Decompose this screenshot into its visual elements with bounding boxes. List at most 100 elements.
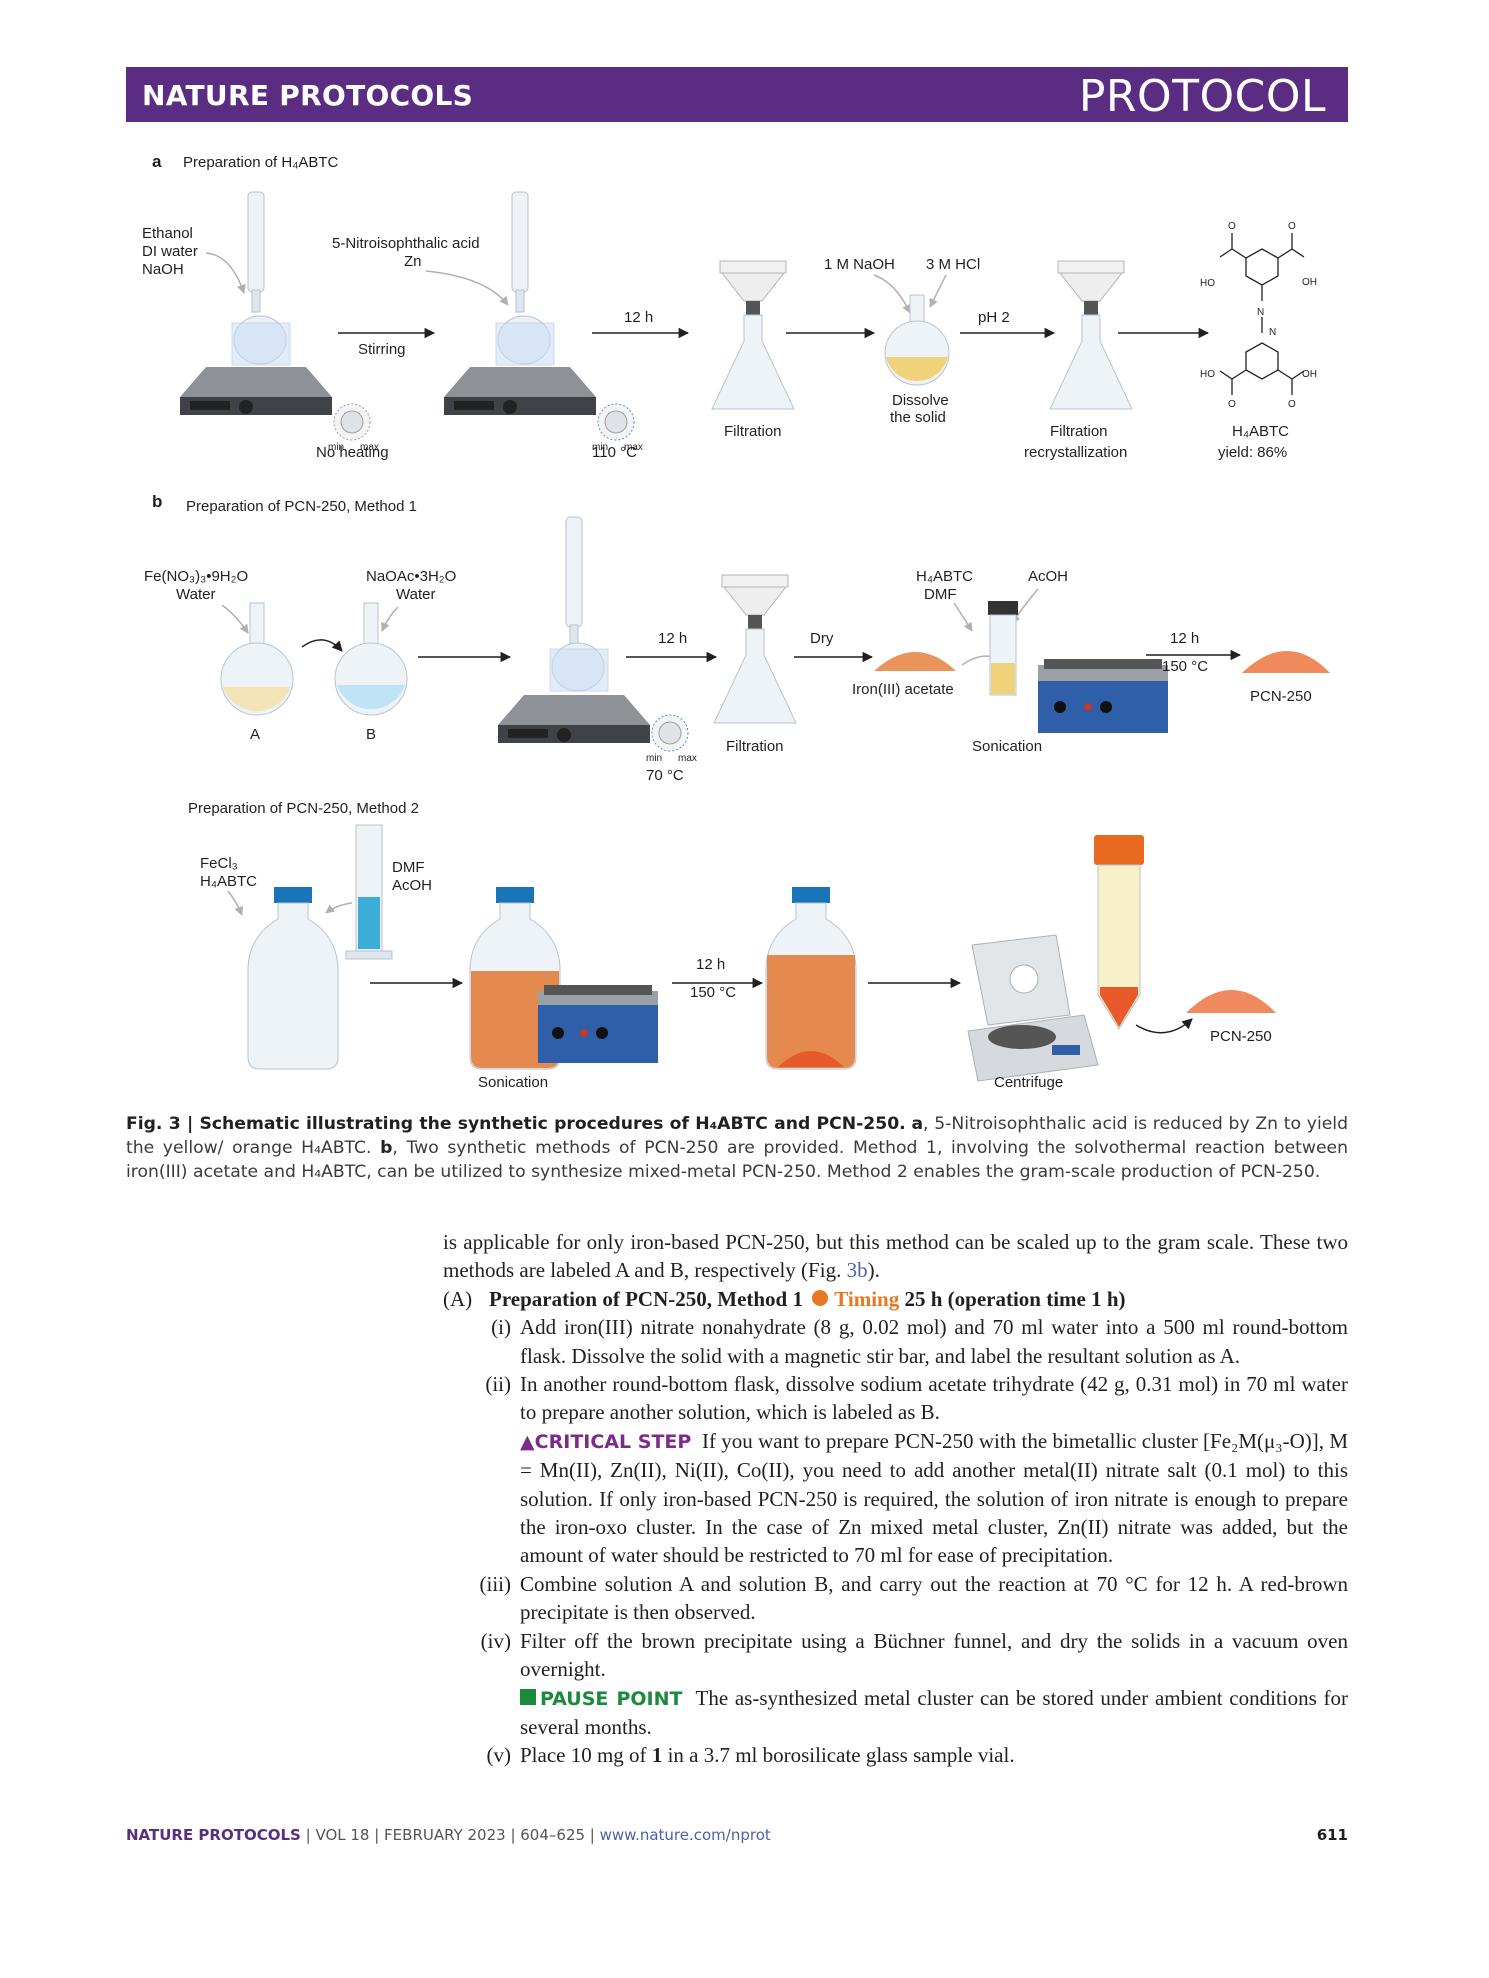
media-bottle-orange-2 — [765, 887, 857, 1070]
reagent-iron-nitrate: Fe(NO₃)₃•9H₂O — [144, 568, 248, 585]
struct-ho-2: HO — [1200, 369, 1215, 380]
label-centrifuge: Centrifuge — [994, 1074, 1063, 1091]
reagent-naoh: NaOH — [142, 261, 184, 278]
label-filtration-recryst-2: recrystallization — [1024, 444, 1127, 461]
page-footer: NATURE PROTOCOLS | VOL 18 | FEBRUARY 202… — [126, 1826, 1348, 1844]
centrifuge-tube — [1094, 835, 1144, 1030]
dial-2-min: min — [592, 442, 608, 453]
media-bottle-orange-1 — [469, 887, 561, 1070]
panel-b-title-method2: Preparation of PCN-250, Method 2 — [188, 800, 419, 817]
struct-o-4: O — [1288, 399, 1296, 410]
solvent-dmf-m2: DMF — [392, 859, 425, 876]
flask-b — [334, 602, 408, 716]
panel-a-title: Preparation of H₄ABTC — [183, 154, 339, 171]
caption-b-text: , Two synthetic methods of PCN-250 are p… — [126, 1138, 1348, 1182]
label-12h-b: 12 h — [658, 630, 687, 647]
article-type: PROTOCOL — [1078, 71, 1326, 122]
footer-url[interactable]: www.nature.com/nprot — [599, 1826, 771, 1844]
label-stirring: Stirring — [358, 341, 406, 358]
dial-1-max: max — [360, 442, 379, 453]
pause-point-note: PAUSE POINT The as-synthesized metal clu… — [443, 1684, 1348, 1742]
pcn250-powder-1 — [1242, 651, 1330, 673]
reagent-acoh-b: AcOH — [1028, 568, 1068, 585]
timing-value: 25 h (operation time 1 h) — [904, 1286, 1126, 1311]
panel-a-letter: a — [152, 152, 162, 171]
timing-label: Timing — [834, 1286, 900, 1311]
label-flask-a: A — [250, 726, 260, 743]
hotplate-stirrer-1 — [180, 191, 332, 415]
step-i-text: Add iron(III) nitrate nonahydrate (8 g, … — [520, 1315, 1348, 1368]
intro-paragraph: is applicable for only iron-based PCN-25… — [443, 1228, 1348, 1285]
caption-a-text: , 5-Nitroisophthalic acid is reduced by … — [126, 1114, 1348, 1158]
label-12h-b2: 12 h — [1170, 630, 1199, 647]
reagent-3m-hcl: 3 M HCl — [926, 256, 980, 273]
label-filtration-b: Filtration — [726, 738, 784, 755]
step-v: (v) Place 10 mg of 1 in a 3.7 ml borosili… — [443, 1741, 1348, 1769]
panel-b-letter: b — [152, 492, 162, 511]
critical-step-label: ▲CRITICAL STEP — [520, 1430, 692, 1453]
buchner-funnel-flask-3 — [713, 574, 797, 724]
intro-text-2: ). — [867, 1258, 880, 1283]
struct-n-2: N — [1269, 327, 1276, 338]
intro-text-1: is applicable for only iron-based PCN-25… — [443, 1230, 1348, 1283]
pause-point-icon — [520, 1688, 536, 1705]
buchner-funnel-flask-1 — [711, 260, 795, 410]
label-filtration-a: Filtration — [724, 423, 782, 440]
journal-header-bar: NATURE PROTOCOLS PROTOCOL — [126, 67, 1348, 122]
step-i-number: (i) — [491, 1315, 511, 1340]
graduated-cylinder — [345, 824, 393, 960]
label-ph2: pH 2 — [978, 309, 1010, 326]
struct-oh-2: OH — [1302, 369, 1317, 380]
label-filtration-recryst-1: Filtration — [1050, 423, 1108, 440]
step-iii-text: Combine solution A and solution B, and c… — [520, 1571, 1348, 1625]
footer-journal: NATURE PROTOCOLS — [126, 1826, 301, 1844]
reagent-sodium-acetate: NaOAc•3H₂O — [366, 568, 456, 585]
reagent-zn: Zn — [404, 253, 422, 270]
struct-oh-1: OH — [1302, 277, 1317, 288]
ultrasonic-bath-1 — [1038, 659, 1168, 733]
protocol-body: is applicable for only iron-based PCN-25… — [443, 1228, 1348, 1770]
panel-b-title-method1: Preparation of PCN-250, Method 1 — [186, 498, 417, 515]
heading-number: (A) — [443, 1286, 473, 1311]
critical-step-note: ▲CRITICAL STEP If you want to prepare PC… — [443, 1427, 1348, 1570]
struct-o-2: O — [1288, 221, 1296, 232]
struct-o-3: O — [1228, 399, 1236, 410]
reagent-di-water: DI water — [142, 243, 198, 260]
step-iv: (iv)Filter off the brown precipitate usi… — [443, 1627, 1348, 1684]
timing-dot-icon — [812, 1289, 829, 1306]
step-v-number: (v) — [486, 1743, 512, 1768]
reagent-ethanol: Ethanol — [142, 225, 193, 242]
step-v-compound: 1 — [651, 1743, 663, 1768]
journal-name: NATURE PROTOCOLS — [142, 79, 474, 112]
caption-label: Fig. 3 | Schematic illustrating the synt… — [126, 1114, 906, 1134]
caption-b-letter: b — [380, 1138, 393, 1158]
dial-3-min: min — [646, 753, 662, 764]
step-ii-number: (ii) — [485, 1372, 511, 1397]
heading-text: Preparation of PCN-250, Method 1 — [489, 1286, 803, 1311]
dial-2-max: max — [624, 442, 643, 453]
label-sonication-m2: Sonication — [478, 1074, 548, 1091]
dial-3-max: max — [678, 753, 697, 764]
figure-link-3b[interactable]: 3b — [846, 1258, 868, 1283]
label-12h-m2: 12 h — [696, 956, 725, 973]
flask-a — [220, 602, 294, 716]
pause-point-label: PAUSE POINT — [540, 1687, 683, 1710]
reagent-fecl3: FeCl₃ — [200, 855, 238, 872]
step-v-text-1: Place 10 mg of — [520, 1743, 652, 1768]
pcn250-powder-2 — [1186, 990, 1276, 1013]
step-ii: (ii)In another round-bottom flask, disso… — [443, 1370, 1348, 1427]
page-number: 611 — [1316, 1826, 1348, 1844]
solvent-acoh-m2: AcOH — [392, 877, 432, 894]
step-v-text-2: in a 3.7 ml borosilicate glass sample vi… — [662, 1743, 1015, 1768]
label-150c-b: 150 °C — [1162, 658, 1208, 675]
section-heading-a: (A) Preparation of PCN-250, Method 1 Timi… — [443, 1285, 1348, 1313]
label-pcn250-2: PCN-250 — [1210, 1028, 1272, 1045]
hotplate-stirrer-3 — [498, 516, 650, 743]
footer-meta: | VOL 18 | FEBRUARY 2023 | 604–625 | — [305, 1826, 595, 1844]
reagent-dmf-b: DMF — [924, 586, 957, 603]
temperature-dial-1: min max — [328, 403, 379, 453]
reagent-h4abtc-m2: H₄ABTC — [200, 873, 257, 890]
caption-a-letter: a — [911, 1114, 924, 1134]
label-yield: yield: 86% — [1218, 444, 1287, 461]
step-iv-number: (iv) — [480, 1628, 511, 1653]
